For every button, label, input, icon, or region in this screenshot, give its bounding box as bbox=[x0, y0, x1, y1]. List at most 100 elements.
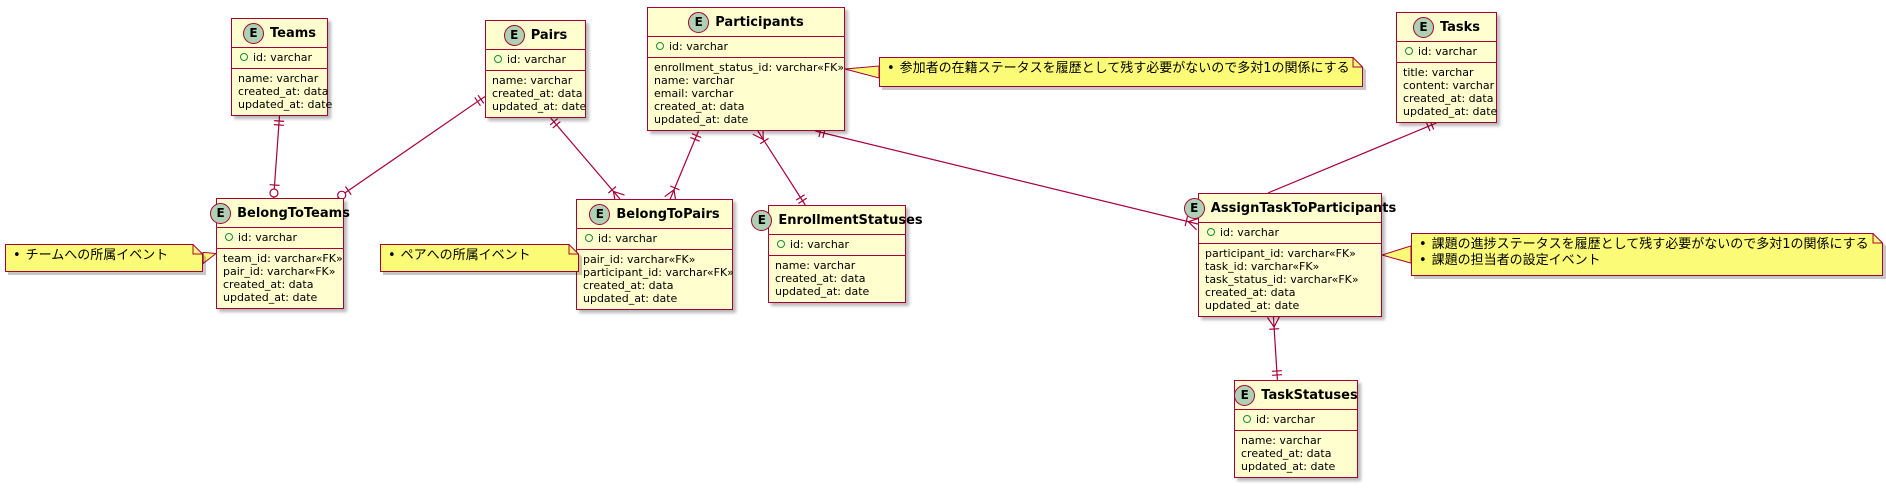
entity-icon: E bbox=[210, 202, 232, 224]
primary-key-field: id: varchar bbox=[583, 232, 726, 245]
entity-header: E AssignTaskToParticipants bbox=[1183, 194, 1396, 222]
fields-section: participant_id: varchar«FK»task_id: varc… bbox=[1199, 243, 1381, 316]
entity-icon: E bbox=[589, 203, 611, 225]
note-participants: 参加者の在籍ステータスを履歴として残す必要がないので多対1の関係にする bbox=[879, 57, 1366, 90]
field: updated_at: date bbox=[654, 113, 749, 126]
relation-pairs-to-belong-to-teams bbox=[337, 94, 486, 200]
field: created_at: data bbox=[238, 85, 329, 98]
note-belong-to-pairs: ペアへの所属イベント bbox=[380, 244, 582, 275]
note-text: 課題の担当者の設定イベント bbox=[1419, 253, 1869, 269]
field-text: id: varchar bbox=[507, 53, 567, 66]
primary-key-icon bbox=[494, 55, 502, 63]
note-lines: 課題の進捗ステータスを履歴として残す必要がないので多対1の関係にする課題の担当者… bbox=[1419, 237, 1869, 269]
entity-name: Teams bbox=[269, 25, 316, 41]
field: created_at: data bbox=[492, 87, 583, 100]
field: created_at: data bbox=[583, 279, 674, 292]
field-text: id: varchar bbox=[790, 238, 850, 251]
relation-participants-to-enrollment-statuses bbox=[752, 127, 808, 206]
field: participant_id: varchar«FK» bbox=[1205, 247, 1356, 260]
field: pair_id: varchar«FK» bbox=[583, 253, 696, 266]
relation-pairs-to-belong-to-pairs bbox=[549, 117, 625, 204]
entity-icon: E bbox=[1412, 16, 1434, 38]
field: updated_at: date bbox=[1205, 299, 1300, 312]
primary-key-section: id: varchar bbox=[769, 234, 905, 255]
entity-participants: E Participants id: varchar enrollment_statu… bbox=[647, 7, 845, 131]
entity-name: Participants bbox=[715, 14, 804, 30]
field: name: varchar bbox=[492, 74, 573, 87]
note-pointer bbox=[844, 65, 880, 79]
field: team_id: varchar«FK» bbox=[223, 252, 343, 265]
field: name: varchar bbox=[654, 74, 735, 87]
fields-section: team_id: varchar«FK»pair_id: varchar«FK»… bbox=[217, 248, 343, 308]
primary-key-section: id: varchar bbox=[1199, 222, 1381, 243]
relation-assign-task-to-participants-to-task-statuses bbox=[1266, 316, 1283, 381]
entity-assign-task-to-participants: E AssignTaskToParticipants id: varchar part… bbox=[1183, 193, 1396, 317]
field: updated_at: date bbox=[1241, 460, 1336, 473]
entity-name: Tasks bbox=[1439, 19, 1481, 35]
primary-key-icon bbox=[1243, 415, 1251, 423]
field-text: id: varchar bbox=[598, 232, 658, 245]
entity-name: AssignTaskToParticipants bbox=[1210, 200, 1397, 216]
primary-key-field: id: varchar bbox=[238, 51, 321, 64]
note-lines: ペアへの所属イベント bbox=[388, 248, 531, 264]
note-assign-task: 課題の進捗ステータスを履歴として残す必要がないので多対1の関係にする課題の担当者… bbox=[1411, 233, 1886, 279]
field-text: id: varchar bbox=[1256, 413, 1316, 426]
field: task_status_id: varchar«FK» bbox=[1205, 273, 1359, 286]
field: email: varchar bbox=[654, 87, 734, 100]
field: content: varchar bbox=[1403, 79, 1495, 92]
entity-icon: E bbox=[688, 11, 710, 33]
fields-section: enrollment_status_id: varchar«FK»name: v… bbox=[648, 57, 844, 130]
field: updated_at: date bbox=[223, 291, 318, 304]
field: participant_id: varchar«FK» bbox=[583, 266, 734, 279]
entity-header: E Participants bbox=[648, 8, 844, 36]
field: created_at: data bbox=[654, 100, 745, 113]
entity-icon: E bbox=[751, 209, 773, 231]
primary-key-section: id: varchar bbox=[217, 227, 343, 248]
primary-key-field: id: varchar bbox=[1241, 413, 1351, 426]
field: name: varchar bbox=[1241, 434, 1322, 447]
primary-key-icon bbox=[777, 240, 785, 248]
primary-key-field: id: varchar bbox=[654, 40, 838, 53]
field-text: id: varchar bbox=[253, 51, 313, 64]
field: task_id: varchar«FK» bbox=[1205, 260, 1320, 273]
field: updated_at: date bbox=[1403, 105, 1498, 118]
entity-header: E Teams bbox=[232, 19, 327, 47]
primary-key-field: id: varchar bbox=[1205, 226, 1375, 239]
field: name: varchar bbox=[238, 72, 319, 85]
note-text: ペアへの所属イベント bbox=[388, 248, 531, 264]
primary-key-icon bbox=[225, 233, 233, 241]
field: created_at: data bbox=[775, 272, 866, 285]
primary-key-icon bbox=[585, 234, 593, 242]
field: pair_id: varchar«FK» bbox=[223, 265, 336, 278]
primary-key-field: id: varchar bbox=[492, 53, 579, 66]
note-lines: チームへの所属イベント bbox=[13, 248, 169, 264]
note-text: 課題の進捗ステータスを履歴として残す必要がないので多対1の関係にする bbox=[1419, 237, 1869, 253]
field: name: varchar bbox=[775, 259, 856, 272]
field: enrollment_status_id: varchar«FK» bbox=[654, 61, 845, 74]
field: updated_at: date bbox=[492, 100, 587, 113]
primary-key-icon bbox=[1405, 47, 1413, 55]
note-lines: 参加者の在籍ステータスを履歴として残す必要がないので多対1の関係にする bbox=[887, 61, 1350, 77]
note-text: 参加者の在籍ステータスを履歴として残す必要がないので多対1の関係にする bbox=[887, 61, 1350, 77]
field-text: id: varchar bbox=[238, 231, 298, 244]
field: updated_at: date bbox=[238, 98, 333, 111]
entity-icon: E bbox=[242, 22, 264, 44]
field: created_at: data bbox=[1403, 92, 1494, 105]
primary-key-icon bbox=[240, 53, 248, 61]
relation-participants-to-belong-to-pairs bbox=[664, 130, 702, 202]
note-text: チームへの所属イベント bbox=[13, 248, 169, 264]
field-text: id: varchar bbox=[669, 40, 729, 53]
primary-key-section: id: varchar bbox=[1397, 41, 1496, 62]
entity-icon: E bbox=[1183, 197, 1205, 219]
note-pointer bbox=[1380, 245, 1412, 264]
entity-icon: E bbox=[503, 24, 525, 46]
